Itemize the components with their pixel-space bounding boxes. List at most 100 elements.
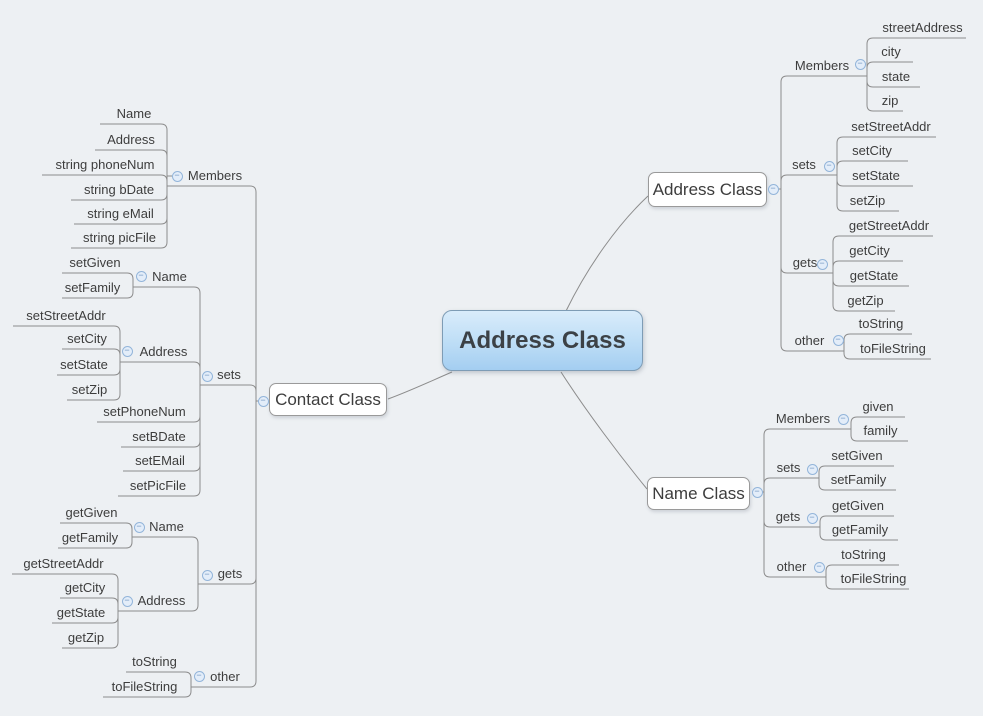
collapse-button-contact-sets-name[interactable]: − (135, 270, 147, 282)
address-setstate[interactable]: setState (852, 168, 900, 183)
topic-setstreetaddr[interactable]: setStreetAddr (26, 308, 106, 323)
contact-sets-address-label[interactable]: Address (139, 344, 188, 359)
name-gets-label[interactable]: gets (775, 509, 801, 524)
contact-member-picfile[interactable]: string picFile (83, 230, 156, 245)
topic-setbdate[interactable]: setBDate (132, 429, 186, 444)
contact-gets-address-label[interactable]: Address (137, 593, 186, 608)
topic-streetaddress[interactable]: streetAddress (882, 20, 963, 35)
collapse-button-name-gets[interactable]: − (806, 512, 818, 524)
name-other-label[interactable]: other (776, 559, 807, 574)
collapse-button-name-other[interactable]: − (813, 561, 825, 573)
topic-name-class[interactable]: Name Class (647, 477, 750, 510)
name-tostring[interactable]: toString (841, 547, 886, 562)
collapse-button-name-members[interactable]: − (837, 413, 849, 425)
topic-getstate[interactable]: getState (56, 605, 106, 620)
collapse-button-address-gets[interactable]: − (816, 258, 828, 270)
topic-setpicfile[interactable]: setPicFile (129, 478, 187, 493)
topic-setstate[interactable]: setState (60, 357, 108, 372)
topic-zip[interactable]: zip (881, 93, 899, 108)
collapse-button-contact-gets-address[interactable]: − (121, 595, 133, 607)
address-setcity[interactable]: setCity (852, 143, 892, 158)
collapse-button-contact[interactable]: − (257, 395, 269, 407)
central-topic-address-class[interactable]: Address Class (442, 310, 643, 371)
topic-family[interactable]: family (863, 423, 898, 438)
collapse-button-contact-members[interactable]: − (171, 170, 183, 182)
collapse-button-contact-gets[interactable]: − (201, 569, 213, 581)
minus-icon: − (204, 569, 210, 579)
address-setstreetaddr[interactable]: setStreetAddr (851, 119, 931, 134)
contact-member-name[interactable]: Name (116, 106, 152, 121)
address-getstreetaddr[interactable]: getStreetAddr (848, 218, 930, 233)
address-tostring[interactable]: toString (858, 316, 904, 331)
address-other-label[interactable]: other (794, 333, 825, 348)
topic-setfamily[interactable]: setFamily (64, 280, 121, 295)
address-setzip[interactable]: setZip (849, 193, 886, 208)
topic-setzip[interactable]: setZip (71, 382, 108, 397)
topic-contact-class[interactable]: Contact Class (269, 383, 387, 416)
topic-getzip[interactable]: getZip (67, 630, 105, 645)
collapse-button-contact-gets-name[interactable]: − (133, 521, 145, 533)
address-sets-label[interactable]: sets (792, 157, 816, 172)
contact-gets-label[interactable]: gets (217, 566, 243, 581)
name-setgiven[interactable]: setGiven (831, 448, 883, 463)
minus-icon: − (174, 170, 180, 180)
collapse-button-contact-sets[interactable]: − (201, 370, 213, 382)
address-members-label[interactable]: Members (794, 58, 850, 73)
contact-member-phonenum[interactable]: string phoneNum (55, 157, 155, 172)
collapse-button-name-sets[interactable]: − (806, 463, 818, 475)
name-members-label[interactable]: Members (775, 411, 831, 426)
contact-other-label[interactable]: other (210, 669, 240, 684)
minus-icon: − (204, 370, 210, 380)
topic-getstreetaddr[interactable]: getStreetAddr (23, 556, 104, 571)
contact-member-bdate[interactable]: string bDate (83, 182, 155, 197)
collapse-button-address[interactable]: − (767, 183, 779, 195)
topic-getfamily[interactable]: getFamily (61, 530, 119, 545)
address-getcity[interactable]: getCity (849, 243, 890, 258)
collapse-button-address-sets[interactable]: − (823, 160, 835, 172)
topic-getcity[interactable]: getCity (64, 580, 106, 595)
collapse-button-contact-other[interactable]: − (193, 670, 205, 682)
minus-icon: − (260, 395, 266, 405)
minus-icon: − (809, 463, 815, 473)
contact-gets-name-label[interactable]: Name (149, 519, 184, 534)
name-setfamily[interactable]: setFamily (830, 472, 887, 487)
topic-getgiven[interactable]: getGiven (65, 505, 118, 520)
topic-state[interactable]: state (881, 69, 911, 84)
address-getstate[interactable]: getState (849, 268, 899, 283)
address-getzip[interactable]: getZip (847, 293, 884, 308)
collapse-button-address-other[interactable]: − (832, 334, 844, 346)
minus-icon: − (124, 595, 130, 605)
collapse-button-address-members[interactable]: − (854, 58, 866, 70)
name-sets-label[interactable]: sets (776, 460, 801, 475)
topic-address-class[interactable]: Address Class (648, 172, 767, 207)
name-getfamily[interactable]: getFamily (831, 522, 889, 537)
contact-sets-name-label[interactable]: Name (152, 269, 187, 284)
collapse-button-contact-sets-address[interactable]: − (121, 345, 133, 357)
contact-branch-lines (12, 123, 263, 698)
address-gets-label[interactable]: gets (792, 255, 818, 270)
topic-city[interactable]: city (881, 44, 901, 59)
collapse-button-name[interactable]: − (751, 486, 763, 498)
contact-member-address[interactable]: Address (107, 132, 155, 147)
name-tofilestring[interactable]: toFileString (840, 571, 907, 586)
minus-icon: − (138, 270, 144, 280)
minus-icon: − (754, 486, 760, 496)
minus-icon: − (826, 160, 832, 170)
central-edge-lines (387, 195, 649, 490)
topic-setcity[interactable]: setCity (67, 331, 107, 346)
contact-tofilestring[interactable]: toFileString (111, 679, 178, 694)
minus-icon: − (840, 413, 846, 423)
topic-setemail[interactable]: setEMail (135, 453, 185, 468)
name-getgiven[interactable]: getGiven (831, 498, 885, 513)
address-tofilestring[interactable]: toFileString (860, 341, 926, 356)
contact-member-email[interactable]: string eMail (87, 206, 154, 221)
minus-icon: − (819, 258, 825, 268)
minus-icon: − (809, 512, 815, 522)
topic-setphonenum[interactable]: setPhoneNum (103, 404, 186, 419)
topic-setgiven[interactable]: setGiven (69, 255, 121, 270)
contact-tostring[interactable]: toString (132, 654, 177, 669)
contact-members-label[interactable]: Members (187, 168, 243, 183)
topic-given[interactable]: given (862, 399, 894, 414)
contact-sets-label[interactable]: sets (217, 367, 241, 382)
